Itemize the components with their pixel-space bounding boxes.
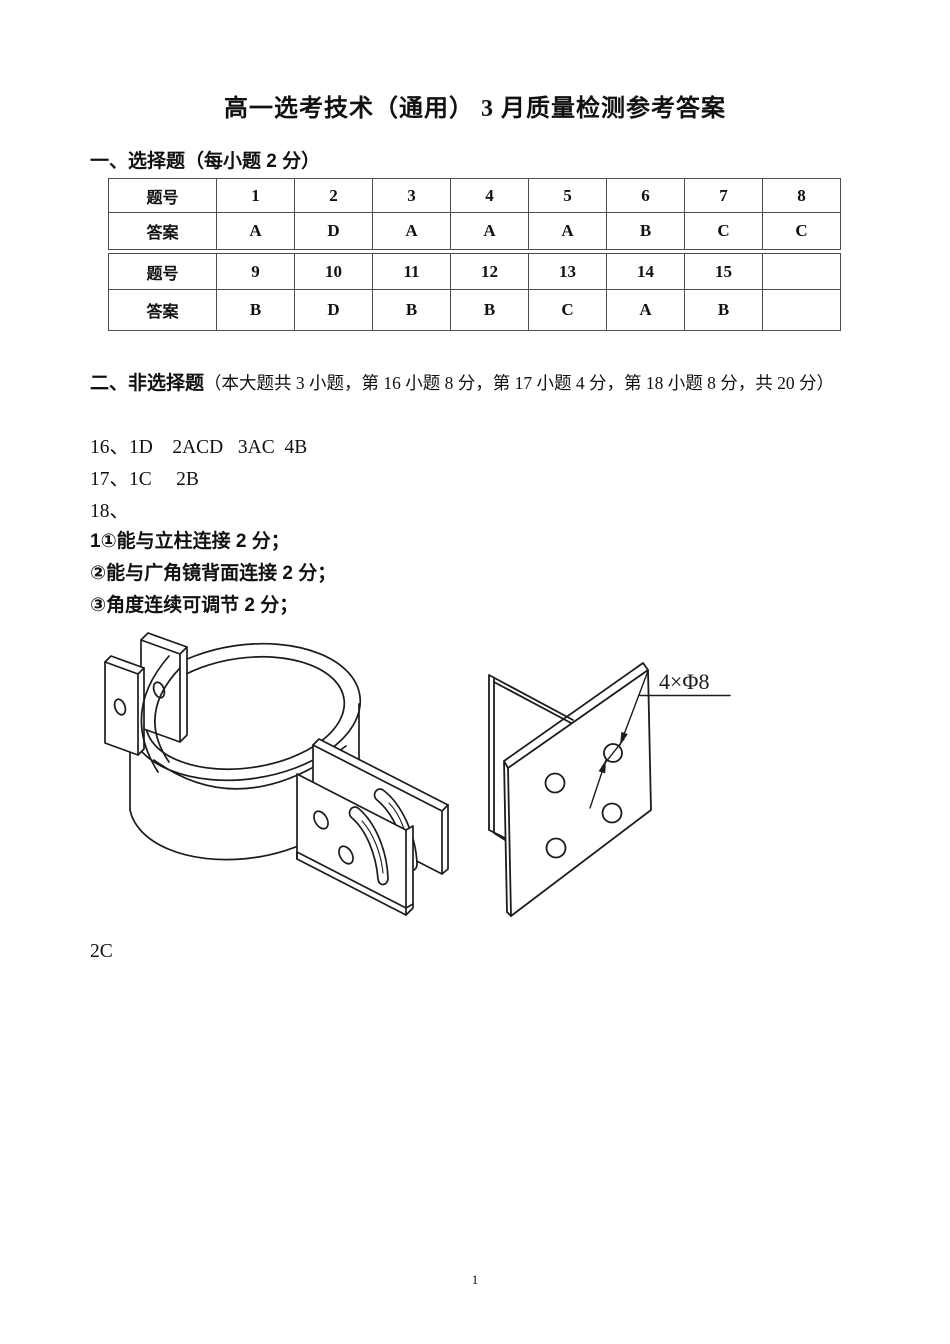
bracket-hole-3 xyxy=(601,802,623,824)
dim-leader-upper xyxy=(619,670,649,746)
cell: D xyxy=(294,289,373,331)
answer-point-2: ②能与广角镜背面连接 2 分； xyxy=(90,563,337,584)
answer-line-16: 16、1D 2ACD 3AC 4B xyxy=(90,437,308,458)
cell: 1 xyxy=(216,178,295,213)
cell: 6 xyxy=(606,178,685,213)
clamp-front-slot-depth xyxy=(361,820,384,874)
cell xyxy=(762,253,841,290)
cell: A xyxy=(606,289,685,331)
cell: 4 xyxy=(450,178,529,213)
bracket-hole-4 xyxy=(545,837,567,859)
cell: B xyxy=(606,212,685,250)
clamp-front-tab-hole xyxy=(113,698,127,716)
table-row: 答案 B D B B C A B xyxy=(108,289,841,331)
cell: D xyxy=(294,212,373,250)
row-label: 答案 xyxy=(108,289,217,331)
page-title-main: 高一选考技术（通用） 3 月质量检测 xyxy=(224,96,626,122)
clamp-rim-front-arc-outer xyxy=(140,655,170,773)
answer-table-2: 题号 9 10 11 12 13 14 15 答案 B D B B C A B xyxy=(108,253,841,331)
bracket-back-plate xyxy=(488,674,574,841)
pipe-clamp-figure xyxy=(104,632,449,916)
section2-heading-bold: 二、非选择题 xyxy=(90,373,205,394)
dim-arrowhead-lower xyxy=(598,760,606,774)
bracket-plate-figure: 4×Φ8 xyxy=(488,662,731,917)
section1-heading: 一、选择题（每小题 2 分） xyxy=(90,151,321,172)
clamp-flange-hole-1 xyxy=(313,810,329,830)
cell: A xyxy=(528,212,607,250)
cell: B xyxy=(450,289,529,331)
cell: B xyxy=(216,289,295,331)
bracket-hole-2 xyxy=(544,772,566,794)
section2-heading-detail: （本大题共 3 小题，第 16 小题 8 分，第 17 小题 4 分，第 18 … xyxy=(204,373,835,393)
bracket-front-plate-thickness xyxy=(503,662,649,917)
table-row: 题号 9 10 11 12 13 14 15 xyxy=(108,253,841,290)
section2-heading: 二、非选择题（本大题共 3 小题，第 16 小题 8 分，第 17 小题 4 分… xyxy=(90,368,834,395)
cell: B xyxy=(684,289,763,331)
clamp-rim-front-arc-inner xyxy=(154,667,181,763)
clamp-front-tab-edges xyxy=(104,661,145,756)
cell: A xyxy=(372,212,451,250)
row-label: 题号 xyxy=(108,178,217,213)
answer-2c: 2C xyxy=(90,941,113,962)
page-title-bold: 参考答案 xyxy=(626,95,726,122)
cell: 2 xyxy=(294,178,373,213)
cell: A xyxy=(216,212,295,250)
dim-arrowhead-upper xyxy=(620,731,628,745)
cell: 11 xyxy=(372,253,451,290)
answer-table-1: 题号 1 2 3 4 5 6 7 8 答案 A D A A A B C C xyxy=(108,178,841,250)
table-row: 题号 1 2 3 4 5 6 7 8 xyxy=(108,178,841,213)
cell: 7 xyxy=(684,178,763,213)
row-label: 答案 xyxy=(108,212,217,250)
clamp-back-flange-edges xyxy=(312,744,449,875)
cell: 9 xyxy=(216,253,295,290)
answer-line-18: 18、 xyxy=(90,501,130,522)
cell: 15 xyxy=(684,253,763,290)
cell: 14 xyxy=(606,253,685,290)
page-title: 高一选考技术（通用） 3 月质量检测参考答案 xyxy=(0,88,950,123)
clamp-flange-hole-2 xyxy=(338,845,354,865)
row-label: 题号 xyxy=(108,253,217,290)
cell: 10 xyxy=(294,253,373,290)
cell: C xyxy=(528,289,607,331)
cell: C xyxy=(684,212,763,250)
cell: 13 xyxy=(528,253,607,290)
answer-point-1: 1①能与立柱连接 2 分； xyxy=(90,531,290,552)
clamp-front-flange-edges xyxy=(296,829,414,916)
answer-table-area: 题号 1 2 3 4 5 6 7 8 答案 A D A A A B C C xyxy=(108,178,844,331)
dim-label: 4×Φ8 xyxy=(659,669,710,694)
cell xyxy=(762,289,841,331)
answer-line-17: 17、1C 2B xyxy=(90,469,199,490)
cell: 8 xyxy=(762,178,841,213)
cell: 5 xyxy=(528,178,607,213)
answer-point-3: ③角度连续可调节 2 分； xyxy=(90,595,299,616)
page-number: 1 xyxy=(471,1272,479,1287)
cell: A xyxy=(450,212,529,250)
cell: 12 xyxy=(450,253,529,290)
cell: C xyxy=(762,212,841,250)
table-row: 答案 A D A A A B C C xyxy=(108,212,841,250)
clamp-front-slot xyxy=(348,806,389,886)
cell: 3 xyxy=(372,178,451,213)
cell: B xyxy=(372,289,451,331)
